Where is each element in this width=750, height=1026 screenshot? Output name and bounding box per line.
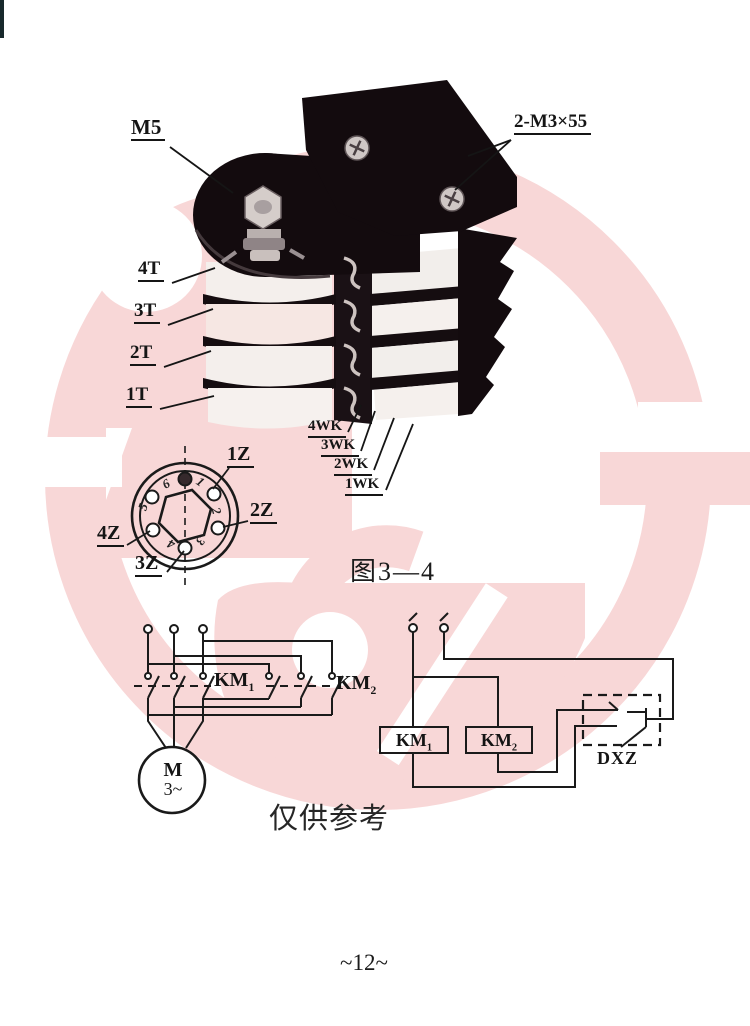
rotary-switch-diagram bbox=[126, 446, 249, 590]
screws-label: 2-M3×55 bbox=[514, 112, 592, 135]
circuit-right bbox=[379, 612, 674, 788]
dxz-label: DXZ bbox=[597, 748, 639, 768]
fin-block bbox=[458, 228, 517, 416]
km1-contact-label: KM1 bbox=[214, 669, 255, 694]
terminal-label-3wk: 3WK bbox=[321, 437, 360, 457]
terminal-5 bbox=[144, 489, 160, 505]
terminal-label-2t: 2T bbox=[130, 343, 157, 366]
photo-leader-lines bbox=[159, 139, 512, 491]
spring-clips bbox=[343, 256, 361, 420]
terminal-label-3t: 3T bbox=[134, 301, 161, 324]
changeover-switch bbox=[608, 701, 647, 748]
circuit-left bbox=[134, 624, 344, 815]
motor-symbol bbox=[137, 745, 207, 815]
terminal-label-2wk: 2WK bbox=[334, 456, 373, 476]
terminal-label-1wk: 1WK bbox=[345, 476, 384, 496]
screw-right bbox=[439, 186, 465, 212]
motor-phase: 3~ bbox=[163, 779, 183, 799]
terminal-2 bbox=[210, 520, 226, 536]
page-number: ~12~ bbox=[340, 950, 388, 975]
motor-letter: M bbox=[163, 759, 183, 781]
terminal-3 bbox=[177, 540, 193, 556]
rotary-leader-lines bbox=[126, 467, 249, 573]
terminal-label-4wk: 4WK bbox=[308, 418, 347, 438]
dxz-box bbox=[581, 693, 662, 747]
rotary-label-1z: 1Z bbox=[227, 444, 255, 468]
insulator-stack-right bbox=[370, 248, 464, 420]
reference-note: 仅供参考 bbox=[269, 803, 390, 835]
terminal-4 bbox=[145, 522, 161, 538]
km2-coil-label: KM2 bbox=[480, 730, 518, 754]
scan-corner-mark bbox=[0, 0, 4, 38]
screw-top bbox=[344, 135, 370, 161]
km1-coil-label: KM1 bbox=[395, 730, 433, 754]
rotary-label-4z: 4Z bbox=[97, 523, 125, 547]
clip-channel bbox=[334, 240, 372, 424]
insulator-stack-left bbox=[203, 262, 336, 429]
rotary-label-3z: 3Z bbox=[135, 553, 163, 577]
bolt-label: M5 bbox=[131, 116, 166, 142]
rotary-label-2z: 2Z bbox=[250, 500, 278, 524]
terminal-label-1t: 1T bbox=[126, 385, 153, 408]
terminal-top bbox=[177, 471, 193, 487]
figure-caption: 图3—4 bbox=[350, 557, 437, 586]
hex-bolt bbox=[220, 185, 305, 264]
device-photo bbox=[193, 80, 517, 429]
km2-contact-label: KM2 bbox=[336, 672, 377, 697]
terminal-label-4t: 4T bbox=[138, 259, 165, 282]
terminal-1 bbox=[206, 486, 222, 502]
